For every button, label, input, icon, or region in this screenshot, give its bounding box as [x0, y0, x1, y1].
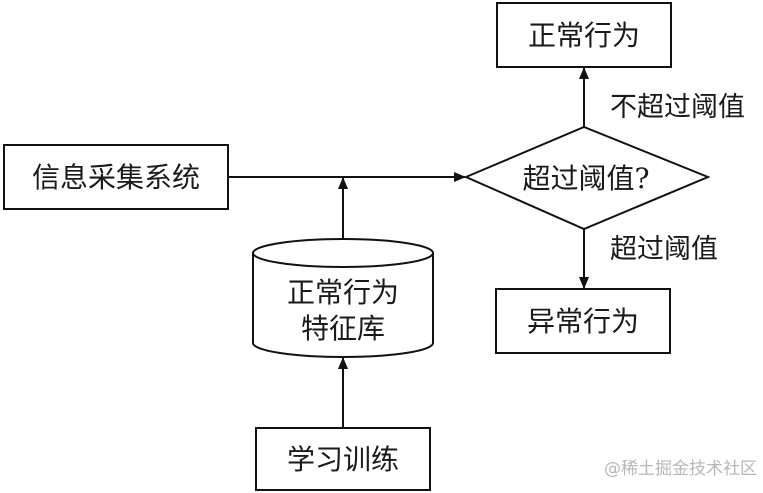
abnormal-behavior-label: 异常行为 — [527, 305, 639, 338]
training-node: 学习训练 — [255, 427, 431, 491]
threshold-decision-label: 超过阈值? — [522, 162, 649, 195]
watermark-text: @稀土掘金技术社区 — [604, 459, 757, 479]
info-collection-label: 信息采集系统 — [32, 161, 200, 194]
feature-database-label-line2: 特征库 — [301, 312, 385, 345]
feature-database-label-line1: 正常行为 — [287, 276, 399, 309]
abnormal-behavior-node: 异常行为 — [495, 288, 671, 354]
exceed-threshold-label: 超过阈值 — [610, 234, 718, 265]
normal-behavior-label: 正常行为 — [528, 19, 640, 52]
feature-database-node: 正常行为 特征库 — [252, 238, 434, 358]
not-exceed-threshold-label: 不超过阈值 — [610, 92, 745, 123]
threshold-decision-node: 超过阈值? — [463, 125, 711, 231]
normal-behavior-node: 正常行为 — [496, 2, 672, 68]
info-collection-node: 信息采集系统 — [3, 144, 229, 210]
training-label: 学习训练 — [287, 443, 399, 476]
